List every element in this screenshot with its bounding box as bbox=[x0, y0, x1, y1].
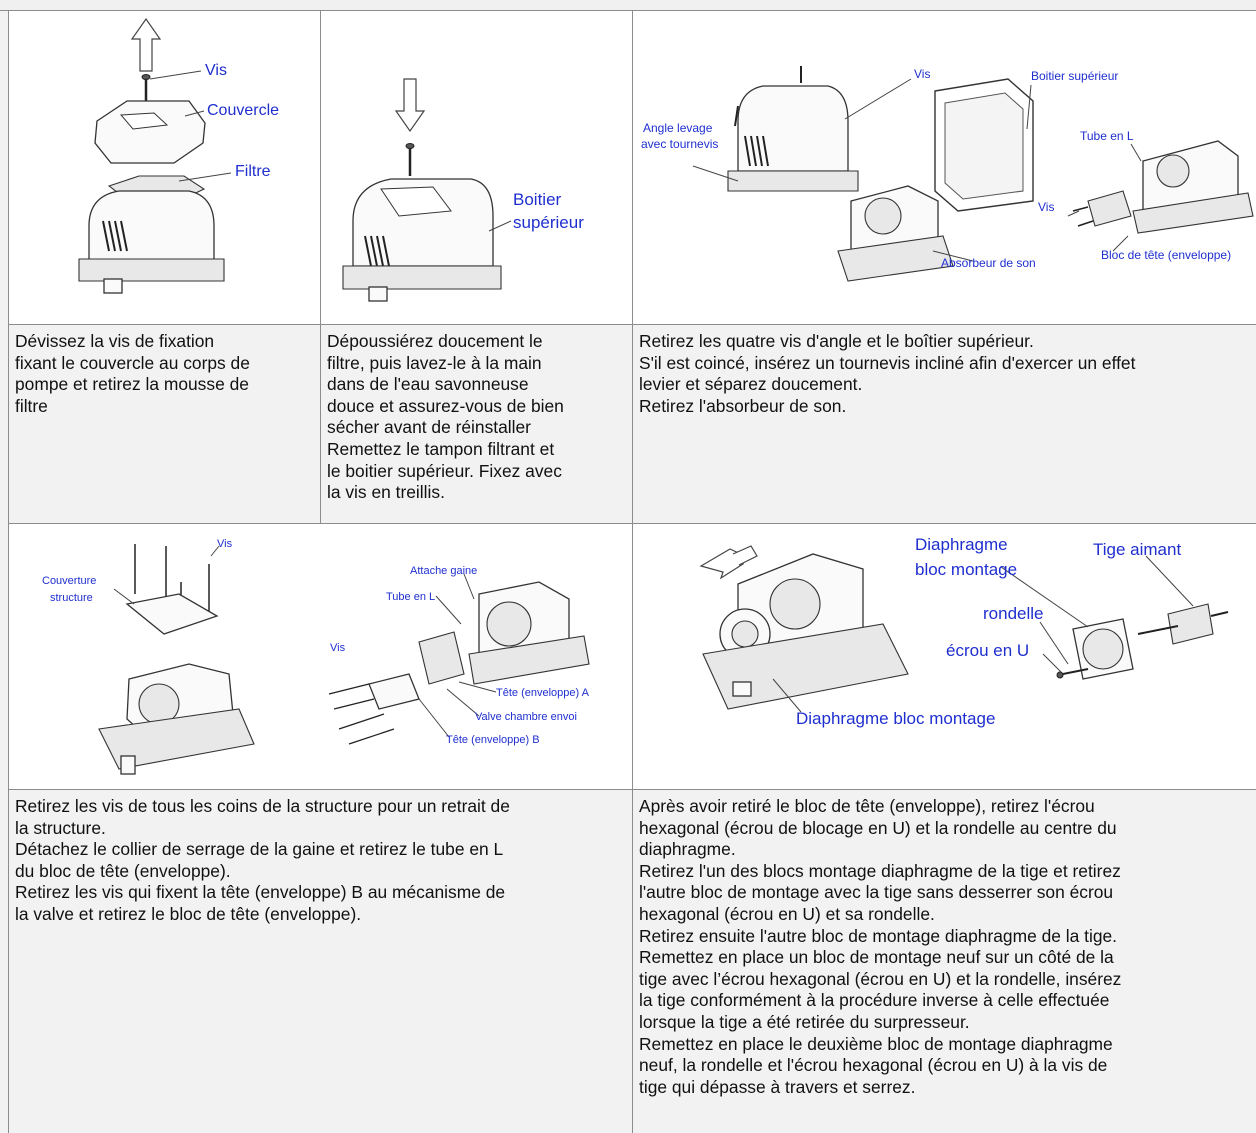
illustration-cell-2: Boitier supérieur bbox=[321, 11, 632, 324]
label-ecrou-en-u: écrou en U bbox=[946, 641, 1029, 660]
label-valve-chambre: Valve chambre envoi bbox=[475, 711, 577, 723]
step-description: Après avoir retiré le bloc de tête (enve… bbox=[639, 796, 1122, 1097]
label-couvercle: Couvercle bbox=[207, 102, 279, 119]
label-bloc-de-tete: Bloc de tête (enveloppe) bbox=[1101, 248, 1231, 262]
label-tete-a: Tête (enveloppe) A bbox=[496, 687, 590, 699]
text-cell-4: Retirez les vis de tous les coins de la … bbox=[9, 790, 632, 1133]
label-tige-aimant: Tige aimant bbox=[1093, 540, 1181, 559]
label-vis-2: Vis bbox=[330, 642, 346, 654]
text-cell-5: Après avoir retiré le bloc de tête (enve… bbox=[633, 790, 1256, 1133]
label-vis: Vis bbox=[205, 62, 227, 79]
text-cell-1: Dévissez la vis de fixation fixant le co… bbox=[9, 325, 320, 523]
structure-removal-diagram: Vis Couverture structure Attache gaine T… bbox=[42, 538, 590, 775]
label-structure: structure bbox=[50, 592, 93, 604]
row-divider bbox=[8, 324, 1256, 325]
row-divider bbox=[8, 789, 1256, 790]
illustration-cell-5: Diaphragme bloc montage Tige aimant rond… bbox=[633, 524, 1256, 789]
label-tete-b: Tête (enveloppe) B bbox=[446, 734, 540, 746]
illustration-cell-1: Vis Couvercle Filtre bbox=[9, 11, 320, 324]
row-divider bbox=[8, 523, 1256, 524]
valve-drawing bbox=[418, 631, 465, 685]
diaphragm-removal-diagram: Diaphragme bloc montage Tige aimant rond… bbox=[699, 535, 1229, 728]
label-attache-gaine: Attache gaine bbox=[410, 565, 477, 577]
text-cell-2: Dépoussiérez doucement le filtre, puis l… bbox=[321, 325, 632, 523]
label-diaphragme: Diaphragme bbox=[915, 535, 1008, 554]
table-border-left bbox=[8, 10, 9, 1133]
text-cell-3: Retirez les quatre vis d'angle et le boî… bbox=[633, 325, 1256, 523]
filter-cleaning-diagram: Boitier supérieur bbox=[342, 78, 584, 302]
label-vis: Vis bbox=[217, 538, 233, 550]
label-tube-en-l: Tube en L bbox=[386, 591, 435, 603]
pump-body-drawing bbox=[88, 190, 215, 262]
label-angle-levage: Angle levage bbox=[643, 121, 713, 135]
label-absorbeur: Absorbeur de son bbox=[941, 256, 1036, 270]
label-filtre: Filtre bbox=[235, 163, 271, 180]
label-bloc-montage: bloc montage bbox=[915, 560, 1017, 579]
magnet-rod-drawing bbox=[1167, 603, 1214, 645]
label-vis: Vis bbox=[914, 67, 930, 81]
step-description: Dévissez la vis de fixation fixant le co… bbox=[15, 331, 250, 416]
header-strip bbox=[0, 0, 1256, 11]
step-description: Retirez les vis de tous les coins de la … bbox=[15, 796, 510, 924]
label-boitier-superieur: Boitier supérieur bbox=[1031, 69, 1118, 83]
label-couverture: Couverture bbox=[42, 575, 96, 587]
label-vis-2: Vis bbox=[1038, 200, 1054, 214]
label-avec-tournevis: avec tournevis bbox=[641, 137, 718, 151]
label-diaphragme-bloc: Diaphragme bloc montage bbox=[796, 709, 995, 728]
illustration-cell-3: Vis Boitier supérieur Angle levage avec … bbox=[633, 11, 1256, 324]
column-divider bbox=[320, 10, 321, 524]
frame-cover-drawing bbox=[125, 593, 219, 635]
column-divider bbox=[632, 10, 633, 1133]
pump-drawing bbox=[352, 178, 494, 267]
label-rondelle: rondelle bbox=[983, 604, 1044, 623]
step-description: Retirez les quatre vis d'angle et le boî… bbox=[639, 331, 1136, 416]
label-boitier: Boitier bbox=[513, 190, 562, 209]
illustration-cell-4: Vis Couverture structure Attache gaine T… bbox=[9, 524, 632, 789]
cover-drawing bbox=[94, 100, 206, 164]
housing-removal-diagram: Vis Boitier supérieur Angle levage avec … bbox=[641, 66, 1254, 282]
down-arrow-icon bbox=[394, 78, 426, 133]
up-arrow-icon bbox=[130, 17, 162, 72]
label-superieur: supérieur bbox=[513, 213, 584, 232]
filter-removal-diagram: Vis Couvercle Filtre bbox=[78, 17, 279, 294]
label-tube-en-l: Tube en L bbox=[1080, 129, 1134, 143]
step-description: Dépoussiérez doucement le filtre, puis l… bbox=[327, 331, 564, 503]
